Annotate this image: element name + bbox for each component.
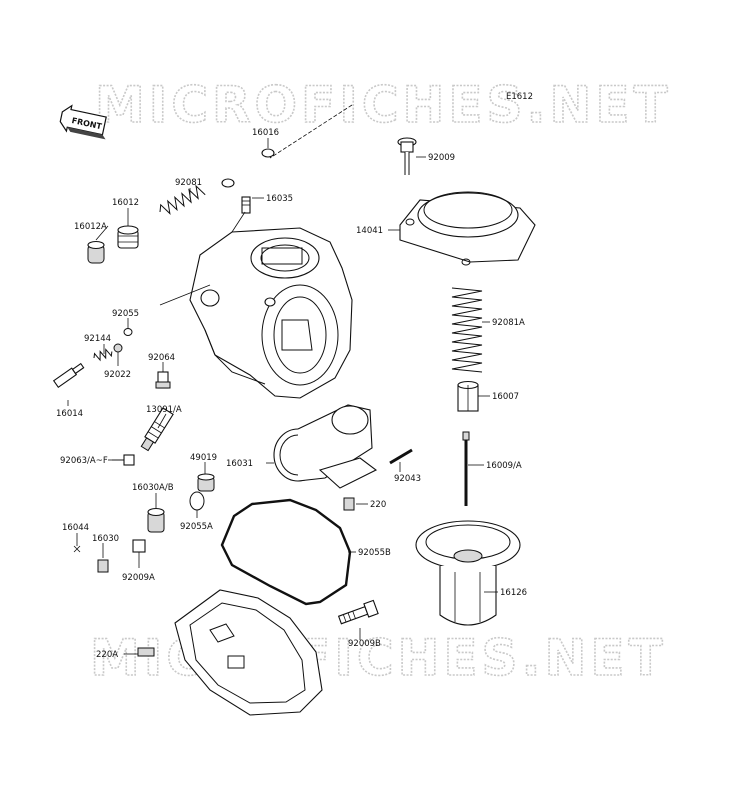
part-92064-screw [155, 371, 171, 389]
part-16030A-jet [147, 507, 165, 533]
label-part: 92144 [84, 334, 111, 344]
watermark-top: MICROFICHES.NET [95, 76, 672, 134]
label-part: 92081A [492, 318, 525, 328]
part-92009A-screw [132, 539, 146, 553]
label-part: 16012 [112, 198, 139, 208]
part-92081-spring [159, 184, 206, 215]
watermark-bottom: MICROFICHES.NET [90, 629, 667, 687]
part-92144-spring [93, 348, 113, 362]
part-16016-shape [221, 104, 353, 188]
label-part: 220 [370, 500, 386, 510]
label-part: 16031 [226, 459, 253, 469]
part-16031-cylinder [273, 404, 378, 489]
part-92009-screw [397, 137, 417, 175]
part-92043-pin [389, 448, 413, 465]
part-16007-holder [457, 380, 479, 412]
part-16014-screw [52, 362, 85, 389]
label-part: 92009A [122, 573, 155, 583]
label-part: 16007 [492, 392, 519, 402]
part-14041-cover [399, 191, 536, 266]
label-part: 220A [96, 650, 118, 660]
part-float-bowl [174, 589, 323, 716]
part-16035-screw [241, 196, 251, 214]
label-part: 92055B [358, 548, 391, 558]
part-16044-clip [73, 545, 81, 553]
label-part: 16009/A [486, 461, 522, 471]
part-16009-needle [462, 431, 470, 506]
label-part: 92055A [180, 522, 213, 532]
part-92081A-spring [451, 287, 483, 373]
label-part: 16030A/B [132, 483, 174, 493]
part-92055-oring [123, 328, 133, 336]
label-part: 14041 [356, 226, 383, 236]
part-16030-jet [97, 559, 109, 573]
label-part: 92064 [148, 353, 175, 363]
label-part: 92063/A~F [60, 456, 108, 466]
part-49019-fitting [197, 473, 215, 492]
part-220A-screw [137, 647, 155, 657]
part-92022-washer [113, 343, 123, 353]
part-92055A-oring [189, 491, 205, 511]
diagram-code: E1612 [506, 92, 533, 102]
label-part: 16014 [56, 409, 83, 419]
label-part: 92009B [348, 639, 381, 649]
part-220-screw [343, 497, 355, 511]
part-92009B-screw [337, 599, 379, 625]
label-part: 16044 [62, 523, 89, 533]
label-part: 16030 [92, 534, 119, 544]
label-part: 92009 [428, 153, 455, 163]
label-part: 92022 [104, 370, 131, 380]
label-part: 49019 [190, 453, 217, 463]
label-part: 92081 [175, 178, 202, 188]
part-carburetor-body [159, 211, 353, 399]
part-16012-fitting [117, 225, 139, 249]
label-part: 92055 [112, 309, 139, 319]
part-16012A-cap [87, 240, 105, 264]
leader-lines [67, 138, 498, 655]
front-arrow-icon: FRONT [59, 104, 107, 140]
label-part: 16126 [500, 588, 527, 598]
part-labels: 16016 92081 16035 16012 16012A 92055 921… [56, 128, 527, 660]
label-part: 92043 [394, 474, 421, 484]
label-part: 16016 [252, 128, 279, 138]
part-92055B-gasket [220, 498, 352, 606]
label-part: 16012A [74, 222, 107, 232]
part-16126-piston [415, 520, 521, 626]
label-part: 16035 [266, 194, 293, 204]
label-part: 13091/A [146, 405, 182, 415]
